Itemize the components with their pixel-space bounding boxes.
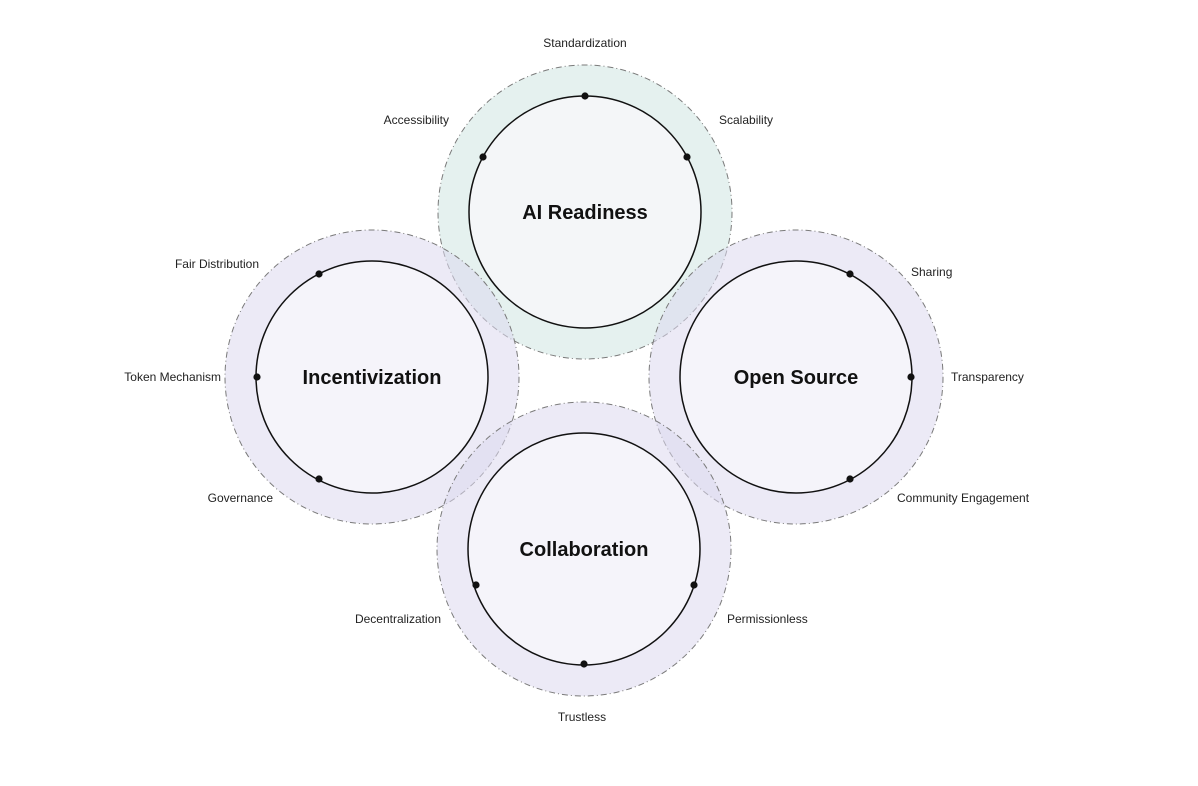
- marker-scalability: [683, 153, 691, 161]
- attribute-labels: Standardization Accessibility Scalabilit…: [124, 36, 1029, 724]
- label-transparency: Transparency: [951, 370, 1024, 384]
- attribute-markers: [253, 92, 915, 668]
- label-decentralization: Decentralization: [355, 612, 441, 626]
- marker-sharing: [846, 270, 854, 278]
- marker-transparency: [907, 373, 915, 381]
- marker-decentralization: [472, 581, 480, 589]
- marker-accessibility: [479, 153, 487, 161]
- hub-title-open-source: Open Source: [734, 367, 858, 389]
- marker-permissionless: [690, 581, 698, 589]
- label-community-engagement: Community Engagement: [897, 491, 1030, 505]
- label-scalability: Scalability: [719, 113, 773, 127]
- marker-community-engagement: [846, 475, 854, 483]
- marker-token-mechanism: [253, 373, 261, 381]
- marker-fair-distribution: [315, 270, 323, 278]
- hub-title-collaboration: Collaboration: [520, 539, 649, 561]
- label-sharing: Sharing: [911, 265, 952, 279]
- marker-governance: [315, 475, 323, 483]
- label-governance: Governance: [208, 491, 274, 505]
- inner-rings: [255, 95, 913, 666]
- hub-title-incentivization: Incentivization: [303, 367, 442, 389]
- label-permissionless: Permissionless: [727, 612, 808, 626]
- label-token-mechanism: Token Mechanism: [124, 370, 221, 384]
- hub-title-ai-readiness: AI Readiness: [522, 202, 648, 224]
- label-standardization: Standardization: [543, 36, 626, 50]
- label-accessibility: Accessibility: [384, 113, 449, 127]
- marker-standardization: [581, 92, 589, 100]
- marker-trustless: [580, 660, 588, 668]
- label-fair-distribution: Fair Distribution: [175, 257, 259, 271]
- hub-titles: AI Readiness Incentivization Open Source…: [303, 202, 859, 561]
- label-trustless: Trustless: [558, 710, 606, 724]
